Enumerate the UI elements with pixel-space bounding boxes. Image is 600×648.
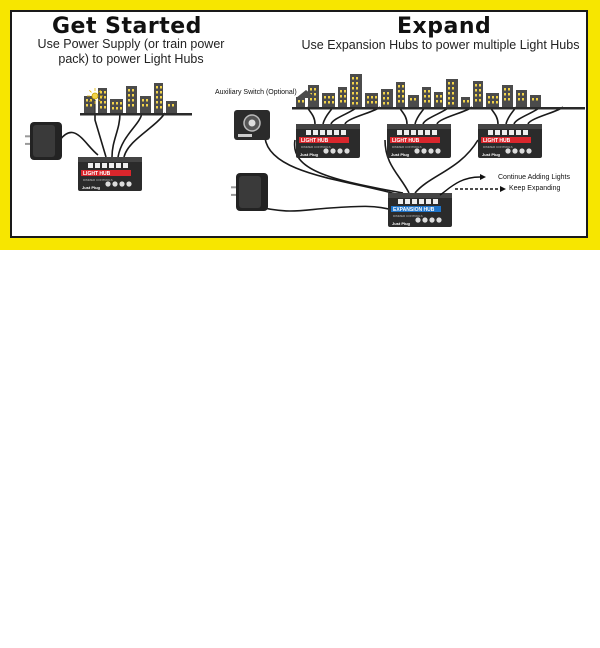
building <box>322 93 335 107</box>
building <box>154 83 163 113</box>
building <box>140 96 151 113</box>
building <box>350 74 362 107</box>
building <box>98 88 107 113</box>
building <box>396 82 405 107</box>
cable <box>322 106 334 125</box>
expand-heading: Expand <box>397 14 492 39</box>
hub-label: LIGHT HUB <box>392 138 420 144</box>
building <box>473 81 483 107</box>
hub-controls-label: DIMMER CONTROLS <box>393 214 423 218</box>
cable <box>123 112 166 158</box>
keep-expanding-label: Keep Expanding <box>509 185 561 192</box>
cable <box>344 106 381 125</box>
brand-label: Just Plug <box>392 221 411 226</box>
get-started-subtitle: Use Power Supply (or train power pack) t… <box>22 37 240 67</box>
power-cable <box>59 131 99 156</box>
cable <box>94 113 107 158</box>
arrows <box>439 174 506 196</box>
continue-adding-lights-label: Continue Adding Lights <box>498 174 570 181</box>
auxiliary-switch-icon <box>234 110 270 140</box>
hub-label: LIGHT HUB <box>483 138 511 144</box>
continue-arrow-line <box>439 176 481 196</box>
hub-controls-label: DIMMER CONTROLS <box>392 145 422 149</box>
cable <box>527 106 564 125</box>
building <box>126 86 137 113</box>
get-started-subtitle-line1: Use Power Supply (or train power <box>37 37 225 51</box>
cable <box>414 139 479 194</box>
hub-label: EXPANSION HUB <box>393 207 435 213</box>
layout-base <box>292 107 585 110</box>
building <box>530 95 541 107</box>
building <box>296 97 305 107</box>
get-started-heading: Get Started <box>52 14 202 39</box>
brand-label: Just Plug <box>482 152 501 157</box>
building <box>408 95 419 107</box>
building <box>486 93 499 107</box>
cable <box>398 106 408 125</box>
brand-label: Just Plug <box>82 185 101 190</box>
building <box>381 89 393 107</box>
street-lamp-icon <box>87 88 103 113</box>
continue-arrow-head <box>480 174 486 180</box>
skylines <box>80 74 585 116</box>
building <box>110 99 123 113</box>
power-supply-icon <box>25 122 62 160</box>
building <box>516 90 527 107</box>
cable <box>111 112 121 158</box>
cable <box>414 106 426 125</box>
cable <box>505 106 517 125</box>
building <box>365 93 378 107</box>
cable <box>330 106 358 125</box>
building <box>502 85 513 107</box>
layout-base <box>80 113 192 116</box>
brand-label: Just Plug <box>300 152 319 157</box>
building <box>422 87 431 107</box>
building <box>338 87 347 107</box>
hub-label: LIGHT HUB <box>301 138 329 144</box>
cable <box>306 106 316 125</box>
cable <box>384 139 410 194</box>
keep-expanding-arrow <box>455 186 506 192</box>
brand-label: Just Plug <box>391 152 410 157</box>
cable <box>436 106 473 125</box>
cable <box>422 106 450 125</box>
hub-controls-label: DIMMER CONTROLS <box>301 145 331 149</box>
hub-label: LIGHT HUB <box>83 171 111 177</box>
power-supply-icon <box>231 173 268 211</box>
hub-controls-label: DIMMER CONTROLS <box>483 145 513 149</box>
building <box>166 101 177 113</box>
get-started-subtitle-line2: pack) to power Light Hubs <box>58 52 204 66</box>
expand-subtitle: Use Expansion Hubs to power multiple Lig… <box>301 38 580 52</box>
building <box>446 79 458 107</box>
auxiliary-switch-label: Auxiliary Switch (Optional) <box>215 89 297 96</box>
house-roof <box>296 90 316 98</box>
building <box>461 97 470 107</box>
hub-controls-label: DIMMER CONTROLS <box>83 178 113 182</box>
cables <box>59 106 564 212</box>
cable <box>117 112 143 158</box>
building <box>434 92 443 107</box>
cable <box>489 106 499 125</box>
cable <box>513 106 541 125</box>
cable <box>264 137 400 196</box>
cable <box>249 204 393 212</box>
cable <box>293 139 404 194</box>
